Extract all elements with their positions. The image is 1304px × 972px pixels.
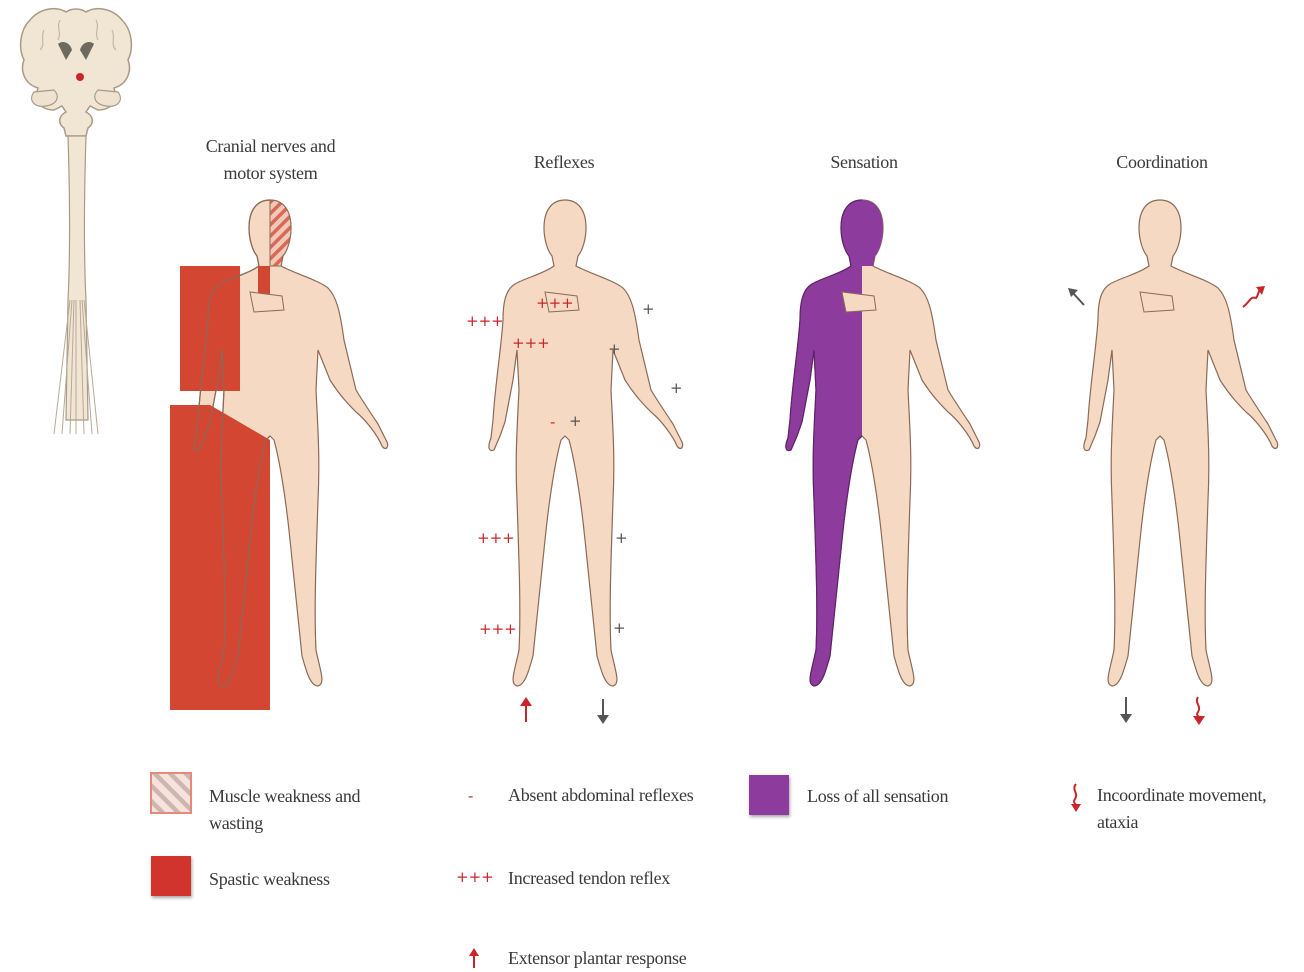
figure-reflexes xyxy=(489,200,683,686)
legend-red-swatch xyxy=(151,856,191,896)
legend-ataxia-icon xyxy=(1071,784,1081,812)
coordination-normal-leg-arrow xyxy=(1120,697,1132,723)
legend-absent-mark: - xyxy=(468,789,473,804)
reflex-mark-ankle-increased: +++ xyxy=(479,622,517,637)
figure-coordination xyxy=(1084,200,1278,686)
legend-label-increased-tendon: Increased tendon reflex xyxy=(508,865,670,892)
brain-spinal-cord-diagram xyxy=(21,9,132,434)
panel-title-cranial-line2: motor system xyxy=(188,160,353,187)
panel-title-cranial-line1: Cranial nerves and xyxy=(188,133,353,160)
coordination-ataxic-arm-arrow xyxy=(1243,286,1265,307)
plantar-extensor-arrow xyxy=(520,697,532,722)
panel-title-coordination: Coordination xyxy=(1092,149,1232,176)
legend-label-absent-abdominal: Absent abdominal reflexes xyxy=(508,782,693,809)
reflex-mark-biceps-increased: +++ xyxy=(466,314,504,329)
figure-cranial-motor xyxy=(170,200,388,720)
legend-hatched-swatch xyxy=(150,772,194,816)
reflex-mark-knee-increased: +++ xyxy=(477,531,515,546)
reflex-mark-abdominal-absent: - xyxy=(550,415,555,430)
legend-label-incoordinate: Incoordinate movement, ataxia xyxy=(1097,782,1266,836)
lesion-dot xyxy=(76,73,84,81)
reflex-mark-arm-increased: +++ xyxy=(536,296,574,311)
legend-label-loss-sensation: Loss of all sensation xyxy=(807,783,948,810)
reflex-mark-normal-1: + xyxy=(642,302,655,317)
panel-title-cranial: Cranial nerves and motor system xyxy=(188,133,353,187)
panel-title-sensation: Sensation xyxy=(804,149,924,176)
reflex-mark-ankle-normal: + xyxy=(613,621,626,636)
reflex-mark-normal-2: + xyxy=(608,342,621,357)
reflex-mark-triceps-increased: +++ xyxy=(512,336,550,351)
coordination-ataxic-leg-arrow xyxy=(1193,697,1205,725)
coordination-normal-arm-arrow xyxy=(1068,288,1084,305)
plantar-flexor-arrow xyxy=(597,699,609,724)
panel-title-reflexes: Reflexes xyxy=(504,149,624,176)
legend-label-incoordinate-line2: ataxia xyxy=(1097,809,1266,836)
legend-label-muscle-weakness: Muscle weakness and wasting xyxy=(209,783,399,837)
legend-label-extensor-plantar: Extensor plantar response xyxy=(508,945,686,972)
reflex-mark-knee-normal: + xyxy=(615,531,628,546)
figure-sensation xyxy=(786,200,980,686)
reflex-mark-normal-3: + xyxy=(670,381,683,396)
legend-label-spastic-weakness: Spastic weakness xyxy=(209,866,330,893)
legend-purple-swatch xyxy=(749,775,789,815)
reflex-mark-abdominal-normal: + xyxy=(569,414,582,429)
legend-extensor-arrow-icon xyxy=(469,948,479,968)
legend-increased-mark: +++ xyxy=(456,870,494,885)
legend-label-incoordinate-line1: Incoordinate movement, xyxy=(1097,782,1266,809)
